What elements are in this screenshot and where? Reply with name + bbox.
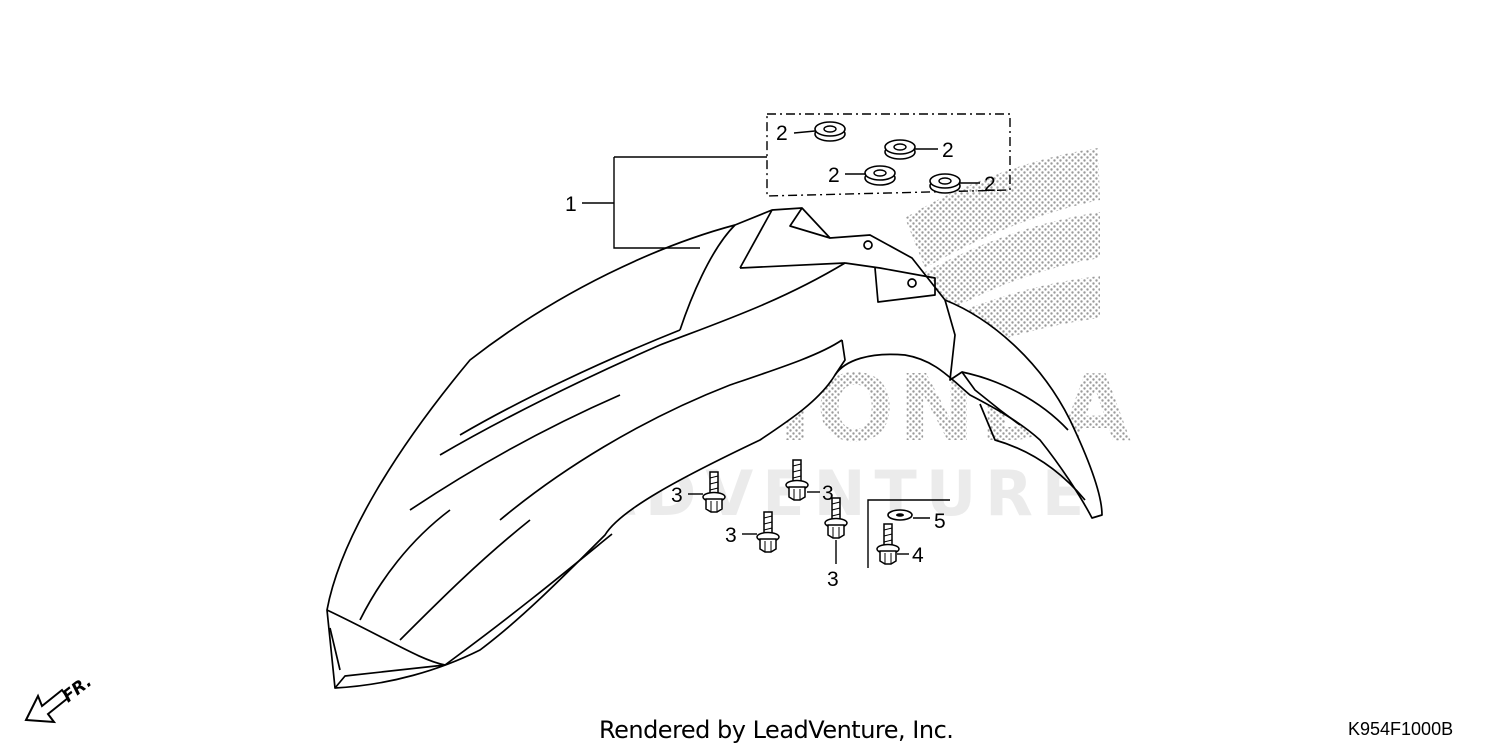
callout-grommet-c: 2 [828,164,840,187]
callout-grommet-b: 2 [942,139,954,162]
bolt-a [688,471,726,513]
callout-screw: 4 [912,544,924,567]
bolt-d [824,497,848,564]
grommet-a [793,121,846,142]
callout-bolt-c: 3 [725,524,737,547]
front-direction-indicator: FR. [24,672,96,724]
callout-grommet-a: 2 [776,122,788,145]
callout-bolt-a: 3 [671,484,683,507]
leader-fender [582,113,1011,249]
arrow-left-down-icon [24,688,70,724]
diagram-code: K954F1000B [1348,719,1454,739]
front-fender [326,207,1103,689]
callout-grommet-d: 2 [984,173,996,196]
screw [876,523,909,565]
washer [887,509,930,521]
grommet-c [845,165,896,186]
screw-washer-group [867,499,950,568]
callout-washer: 5 [934,510,946,533]
bolt-c [742,511,780,553]
grommet-b [884,139,938,160]
grommet-d [929,173,980,194]
callout-fender: 1 [565,193,577,216]
callout-bolt-b: 3 [822,482,834,505]
footer-credit: Rendered by LeadVenture, Inc. [599,716,954,744]
callout-bolt-d: 3 [827,568,839,591]
bolt-b [785,459,820,501]
wing-emblem [740,148,1100,360]
